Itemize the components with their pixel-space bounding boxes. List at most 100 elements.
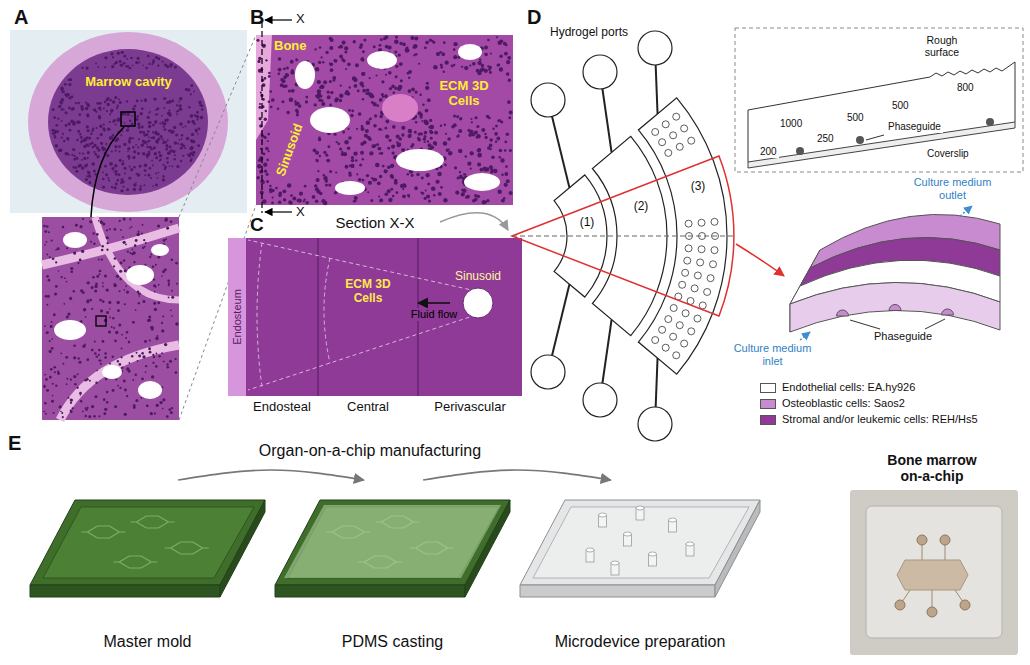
histology-detail <box>158 284 160 286</box>
histology-cross-section <box>200 116 204 120</box>
flow-arrow <box>178 470 364 480</box>
histology-cross-section <box>134 105 137 108</box>
histology-detail <box>94 289 97 292</box>
histology-cross-section <box>176 113 178 115</box>
histology-detail <box>117 360 119 362</box>
channel-number: (3) <box>681 180 715 194</box>
histology-magnified <box>425 173 429 177</box>
histology-cross-section <box>139 188 142 191</box>
zone-label: Central <box>318 400 418 415</box>
histology-detail <box>129 362 131 364</box>
histology-detail <box>165 218 168 221</box>
histology-magnified <box>379 175 382 178</box>
histology-magnified <box>435 144 437 146</box>
histology-magnified <box>305 96 308 99</box>
histology-magnified <box>268 150 270 152</box>
histology-cross-section <box>106 98 109 101</box>
chip-photo <box>940 535 950 545</box>
histology-detail <box>53 313 55 315</box>
histology-magnified <box>506 133 509 136</box>
histology-detail <box>137 360 139 362</box>
histology-detail <box>135 309 137 311</box>
histology-cross-section <box>86 136 89 139</box>
histology-cross-section <box>68 153 70 155</box>
section-drawing <box>228 238 522 396</box>
histology-magnified <box>323 174 326 177</box>
histology-detail <box>139 293 141 295</box>
histology-detail <box>44 402 47 405</box>
histology-cross-section <box>92 127 94 129</box>
histology-magnified <box>283 68 286 71</box>
histology-detail <box>123 241 126 244</box>
histology-magnified <box>508 116 511 119</box>
histology-cross-section <box>147 130 149 132</box>
histology-detail <box>124 413 127 416</box>
histology-cross-section <box>87 171 90 174</box>
fabrication-step <box>30 585 220 597</box>
link-arrow <box>440 213 508 230</box>
histology-detail <box>42 217 179 420</box>
histology-cross-section <box>182 127 184 129</box>
histology-cross-section <box>157 64 159 66</box>
histology-cross-section <box>71 108 74 111</box>
histology-magnified <box>484 69 488 73</box>
histology-magnified <box>385 134 389 138</box>
histology-magnified <box>382 165 385 168</box>
histology-cross-section <box>140 100 142 102</box>
histology-detail <box>46 225 48 227</box>
histology-magnified <box>348 136 352 140</box>
histology-detail <box>62 226 65 229</box>
histology-cross-section <box>59 101 62 104</box>
histology-magnified <box>381 93 384 96</box>
histology-detail <box>98 360 100 362</box>
histology-detail <box>72 407 74 409</box>
histology-detail <box>60 411 62 413</box>
histology-detail <box>131 253 134 256</box>
flow-label: Culture medium outlet <box>905 176 1000 201</box>
histology-cross-section <box>167 112 170 115</box>
histology-cross-section <box>87 151 90 154</box>
histology-detail <box>159 401 162 404</box>
histology-cross-section <box>162 121 164 123</box>
histology-magnified <box>321 99 324 102</box>
histology-magnified <box>499 149 503 153</box>
endosteum-band: Endosteum <box>228 238 246 396</box>
panel-letter: C <box>250 214 264 236</box>
histology-magnified <box>347 146 351 150</box>
histology-magnified <box>258 57 261 60</box>
histology-magnified <box>490 52 492 54</box>
histology-cross-section <box>95 63 97 65</box>
histology-cross-section <box>77 130 80 133</box>
histology-cross-section <box>161 138 163 140</box>
histology-cross-section <box>133 183 137 187</box>
fabrication-step <box>715 500 760 597</box>
histology-cross-section <box>97 102 100 105</box>
histology-cross-section <box>142 152 145 155</box>
histology-cross-section <box>121 162 124 165</box>
histology-cross-section <box>197 144 200 147</box>
histology-detail <box>44 325 46 327</box>
histology-magnified <box>507 56 511 60</box>
histology-detail <box>94 285 97 288</box>
histology-detail <box>70 267 73 270</box>
histology-cross-section <box>163 140 166 143</box>
histology-cross-section <box>153 146 156 149</box>
histology-cross-section <box>52 108 55 111</box>
channel-cross-section <box>735 28 1023 172</box>
zone-label: Perivascular <box>420 400 520 415</box>
histology-magnified <box>481 64 484 67</box>
histology-cross-section <box>170 132 172 134</box>
fabrication-step <box>30 500 265 597</box>
section-title: Organ-on-a-chip manufacturing <box>240 442 500 460</box>
histology-detail <box>145 371 147 373</box>
histology-cross-section <box>74 166 77 169</box>
histology-detail <box>168 297 170 299</box>
histology-magnified <box>375 163 380 168</box>
histology-magnified <box>391 85 395 89</box>
fabrication-step <box>30 500 760 597</box>
histology-detail <box>124 303 126 305</box>
histology-magnified <box>497 63 500 66</box>
histology-magnified <box>453 55 457 59</box>
histology-cross-section <box>105 173 108 176</box>
fabrication-step <box>113 556 157 568</box>
